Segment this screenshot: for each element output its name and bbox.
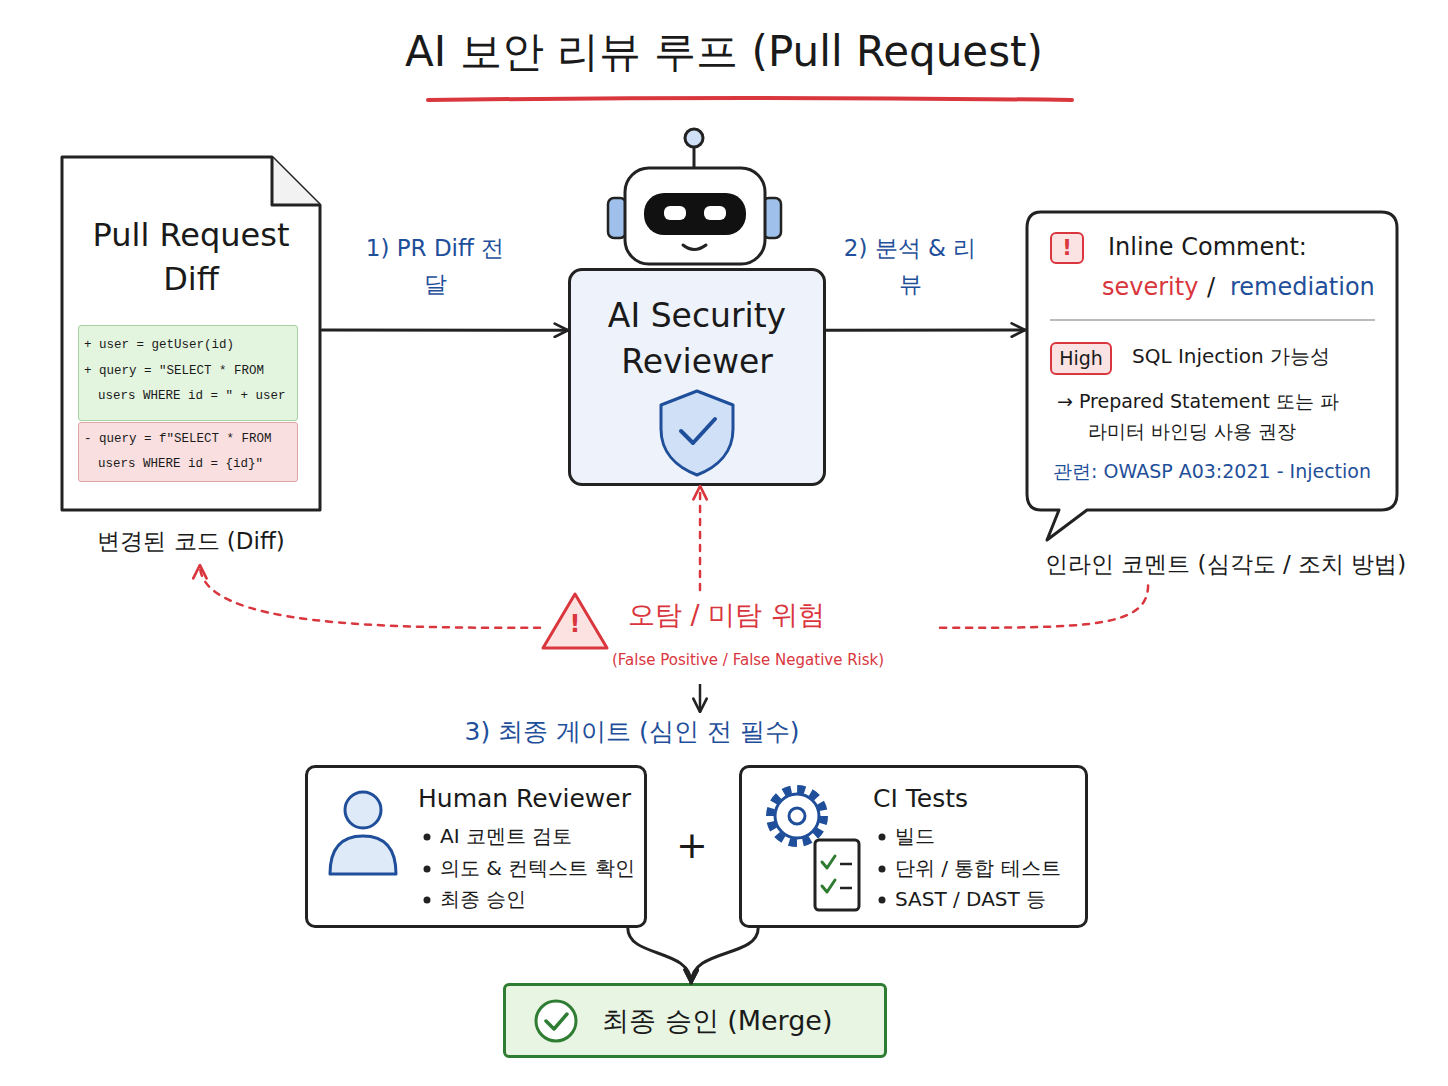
illustration-part bbox=[664, 206, 686, 220]
illustration-part bbox=[822, 856, 835, 892]
arrow-connector bbox=[826, 329, 1025, 332]
robot-head bbox=[608, 129, 781, 264]
illustration-part bbox=[424, 866, 431, 873]
illustration-part bbox=[536, 1001, 576, 1041]
illustration-part bbox=[330, 836, 396, 874]
illustration-part bbox=[879, 897, 886, 904]
illustration-part bbox=[62, 157, 320, 510]
arrow-connector bbox=[322, 329, 568, 332]
free-label: 3) 최종 게이트 (심인 전 필수) bbox=[382, 716, 882, 747]
node-text: + query = "SELECT * FROM users WHERE id … bbox=[84, 359, 296, 409]
dashed-connector bbox=[940, 585, 1148, 628]
node-text: (False Positive / False Negative Risk) bbox=[612, 651, 884, 670]
illustration-part bbox=[625, 168, 765, 264]
human-review-box: Human Reviewer AI 코멘트 검토의도 & 컨텍스트 확인최종 승인 bbox=[305, 765, 647, 928]
gate-arrow bbox=[699, 684, 702, 712]
illustration-part bbox=[770, 789, 824, 843]
illustration-part bbox=[543, 594, 607, 648]
comment-bubble: Inline Comment: severity / remediationSQL I… bbox=[1025, 210, 1405, 585]
node-text: 변경된 코드 (Diff) bbox=[60, 527, 322, 556]
node-text: / bbox=[1207, 272, 1215, 302]
node-text: SAST / DAST 등 bbox=[895, 887, 1046, 912]
illustration-part bbox=[644, 193, 746, 235]
title-underline bbox=[428, 98, 1072, 100]
node-text: → Prepared Statement 또는 파라미터 바인딩 사용 권장 bbox=[1057, 386, 1357, 446]
merge-box: 최종 승인 (Merge) bbox=[503, 983, 887, 1058]
arrow-connector bbox=[691, 928, 758, 983]
illustration-part bbox=[345, 792, 381, 828]
risk-warning: ! 오탐 / 미탐 위험 (False Positive / False Negat… bbox=[540, 590, 940, 678]
reviewer-box: AI Security Reviewer bbox=[568, 268, 826, 486]
added-code-box: + user = getUser(id)+ query = "SELECT * … bbox=[78, 325, 298, 421]
node-text: remediation bbox=[1230, 272, 1375, 302]
node-text: 의도 & 컨텍스트 확인 bbox=[440, 856, 635, 881]
node-text: 오탐 / 미탐 위험 bbox=[628, 598, 825, 632]
alert-badge: ! bbox=[1050, 232, 1084, 264]
node-text: SQL Injection 가능성 bbox=[1132, 344, 1330, 369]
edge-label: 2) 분석 & 리뷰 bbox=[842, 230, 978, 302]
illustration-part bbox=[608, 198, 626, 238]
illustration-part bbox=[1050, 319, 1375, 321]
illustration-part bbox=[685, 129, 703, 147]
node-heading: 최종 승인 (Merge) bbox=[602, 1004, 833, 1038]
node-text: 인라인 코멘트 (심각도 / 조치 방법) bbox=[1045, 550, 1415, 579]
illustration-part bbox=[683, 245, 706, 250]
node-text: 빌드 bbox=[895, 824, 935, 849]
node-text: 관련: OWASP A03:2021 - Injection bbox=[1053, 460, 1371, 484]
illustration-part bbox=[1027, 212, 1397, 540]
dashed-connector bbox=[699, 486, 702, 590]
node-heading: ! bbox=[1052, 235, 1082, 261]
illustration-part bbox=[546, 1014, 567, 1029]
node-heading: - query = f"SELECT * FROM users WHERE id… bbox=[84, 427, 296, 477]
node-text: AI 코멘트 검토 bbox=[440, 824, 572, 849]
illustration-part bbox=[789, 808, 805, 824]
node-text: 단위 / 통합 테스트 bbox=[895, 856, 1061, 881]
illustration-part bbox=[840, 864, 852, 888]
node-heading: CI Tests bbox=[873, 783, 968, 814]
document-box: Pull Request Diff 변경된 코드 (Diff) + user = g… bbox=[60, 155, 322, 565]
node-heading: Pull Request Diff bbox=[60, 213, 322, 301]
arrow-connector bbox=[628, 928, 691, 983]
illustration-part bbox=[424, 834, 431, 841]
edge-label: 1) PR Diff 전달 bbox=[362, 230, 508, 302]
illustration-part bbox=[879, 866, 886, 873]
ci-tests-box: CI Tests 빌드단위 / 통합 테스트 SAST / DAST 등 bbox=[739, 765, 1088, 928]
node-heading: High bbox=[1052, 347, 1110, 371]
removed-code-box: - query = f"SELECT * FROM users WHERE id… bbox=[78, 422, 298, 482]
illustration-part bbox=[879, 834, 886, 841]
node-text: 최종 승인 bbox=[440, 887, 526, 912]
illustration-part bbox=[775, 794, 819, 838]
title: AI 보안 리뷰 루프 (Pull Request) bbox=[300, 26, 1148, 79]
node-heading: AI Security Reviewer bbox=[571, 293, 823, 385]
illustration-part bbox=[424, 897, 431, 904]
illustration-part bbox=[704, 206, 726, 220]
node-heading: ! bbox=[566, 609, 584, 639]
node-heading: Inline Comment: bbox=[1108, 232, 1307, 262]
illustration-part bbox=[661, 391, 733, 475]
illustration-part bbox=[272, 157, 320, 205]
node-text: severity bbox=[1102, 272, 1198, 302]
dashed-connector bbox=[200, 565, 540, 628]
node-heading: Human Reviewer bbox=[418, 783, 631, 814]
free-label: + bbox=[672, 822, 712, 870]
node-heading: + user = getUser(id) bbox=[84, 333, 296, 358]
illustration-part bbox=[815, 840, 859, 910]
severity-badge: High bbox=[1050, 342, 1112, 375]
illustration-part bbox=[681, 419, 715, 443]
